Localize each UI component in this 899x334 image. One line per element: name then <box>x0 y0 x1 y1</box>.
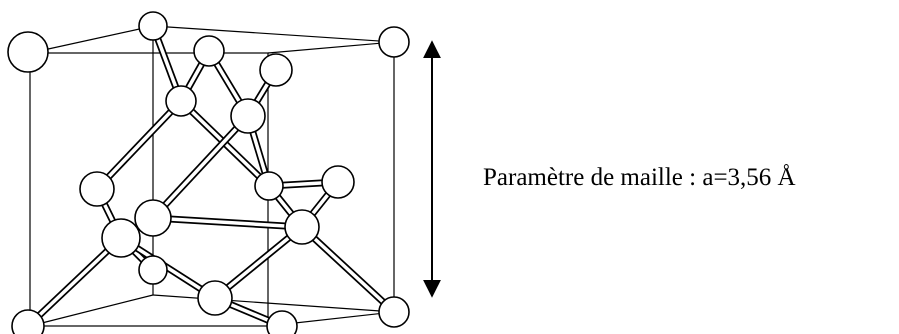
cube-edge <box>29 25 154 54</box>
bond <box>26 236 123 328</box>
cube-edge <box>152 294 395 313</box>
atom <box>79 171 115 207</box>
atom <box>11 309 45 334</box>
atom <box>193 35 225 67</box>
cube-edges <box>29 25 395 327</box>
bond <box>151 114 250 220</box>
atom <box>101 218 141 258</box>
lattice-parameter-caption: Paramètre de maille : a=3,56 Å <box>483 165 796 190</box>
atom <box>321 165 355 199</box>
atoms <box>7 11 410 334</box>
atom <box>165 85 197 117</box>
diamond-cubic-cell-diagram <box>7 11 441 334</box>
bond <box>95 99 183 191</box>
bond <box>300 225 396 314</box>
atom <box>254 171 284 201</box>
atom <box>284 209 320 245</box>
atom <box>134 199 172 237</box>
cube-edge <box>29 294 154 327</box>
atom <box>266 310 298 334</box>
angstrom-unit: Å <box>777 164 796 191</box>
cube-edge <box>267 41 395 54</box>
caption-label: Paramètre de maille : a=3,56 <box>483 164 772 191</box>
atom <box>378 26 410 58</box>
atom <box>7 31 49 73</box>
bond <box>152 216 303 229</box>
atom <box>138 11 168 41</box>
cube-edge <box>152 25 395 43</box>
bond <box>213 225 304 300</box>
atom <box>378 296 410 328</box>
atom <box>230 98 266 134</box>
atom <box>197 280 233 316</box>
atom <box>259 53 293 87</box>
atom <box>138 255 168 285</box>
